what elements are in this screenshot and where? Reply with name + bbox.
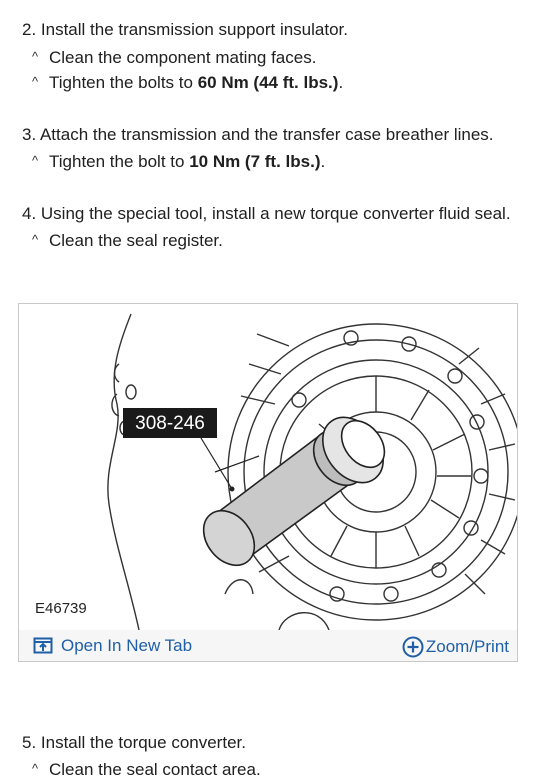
caret-icon: ^ bbox=[32, 153, 39, 168]
sub-suffix: . bbox=[338, 73, 344, 92]
step-4-sub-1: ^ Clean the seal register. bbox=[32, 230, 223, 251]
step-5-sub-1: ^ Clean the seal contact area. bbox=[32, 759, 261, 780]
caret-icon: ^ bbox=[32, 761, 39, 776]
torque-value: 10 Nm (7 ft. lbs.) bbox=[189, 152, 321, 171]
seal-installation-illustration[interactable]: 308-246 E46739 bbox=[19, 304, 517, 630]
caret-icon: ^ bbox=[32, 49, 39, 64]
sub-text: Tighten the bolts to bbox=[49, 73, 198, 92]
sub-suffix: . bbox=[320, 152, 326, 171]
zoom-plus-icon bbox=[402, 636, 424, 658]
step-3-sub-1: ^ Tighten the bolt to 10 Nm (7 ft. lbs.). bbox=[32, 151, 325, 172]
open-in-new-tab-link[interactable]: Open In New Tab bbox=[33, 636, 192, 656]
tool-label-background bbox=[123, 408, 217, 438]
tool-number-label: 308-246 bbox=[135, 413, 205, 434]
open-new-tab-icon bbox=[33, 637, 53, 654]
step-4-heading: 4. Using the special tool, install a new… bbox=[22, 204, 511, 223]
sub-text: Clean the component mating faces. bbox=[49, 48, 317, 67]
figure-action-bar: Open In New Tab Zoom/Print bbox=[19, 630, 517, 661]
zoom-print-label: Zoom/Print bbox=[425, 637, 509, 656]
caret-icon: ^ bbox=[32, 74, 39, 89]
figure-container: 308-246 E46739 Open In New Tab Zoom/Prin… bbox=[18, 303, 518, 662]
step-2-sub-2: ^ Tighten the bolts to 60 Nm (44 ft. lbs.… bbox=[32, 72, 343, 93]
zoom-print-link[interactable]: Zoom/Print bbox=[402, 636, 509, 658]
caret-icon: ^ bbox=[32, 232, 39, 247]
torque-value: 60 Nm (44 ft. lbs.) bbox=[197, 73, 339, 92]
open-in-new-tab-label: Open In New Tab bbox=[61, 636, 193, 655]
step-3-heading: 3. Attach the transmission and the trans… bbox=[22, 125, 494, 144]
step-2-heading: 2. Install the transmission support insu… bbox=[22, 20, 348, 39]
sub-text: Tighten the bolt to bbox=[49, 152, 190, 171]
sub-text: Clean the seal register. bbox=[49, 231, 223, 250]
figure-id-label: E46739 bbox=[35, 600, 87, 617]
step-5-heading: 5. Install the torque converter. bbox=[22, 733, 246, 752]
sub-text: Clean the seal contact area. bbox=[49, 760, 261, 779]
step-2-sub-1: ^ Clean the component mating faces. bbox=[32, 47, 316, 68]
